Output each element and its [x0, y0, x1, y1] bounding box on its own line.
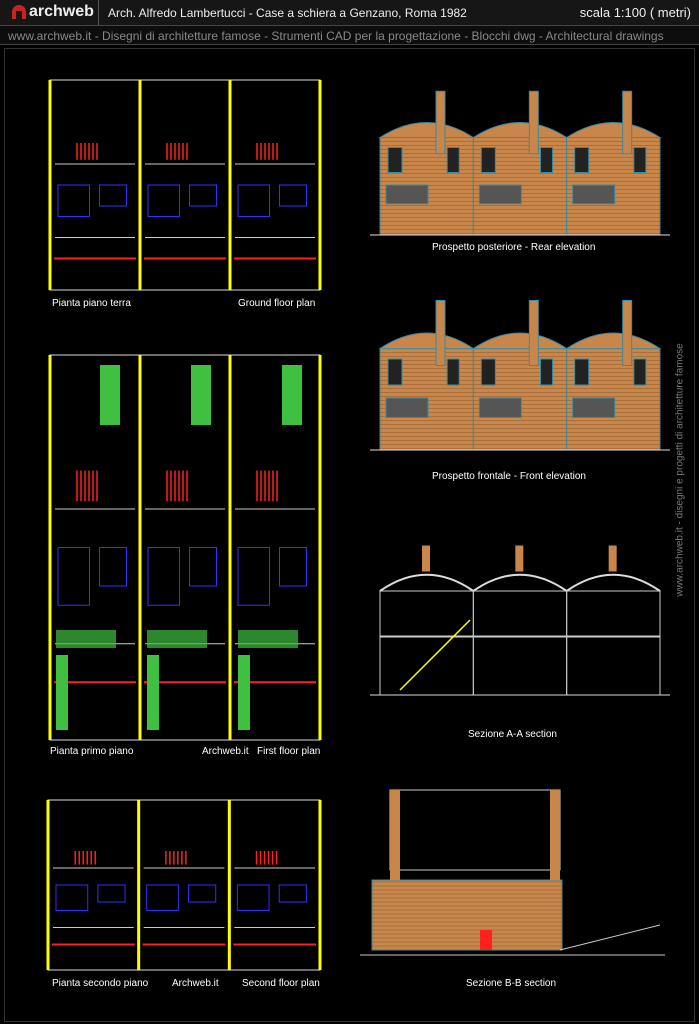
chimney: [622, 300, 633, 366]
planter: [238, 630, 298, 648]
vault: [378, 332, 475, 350]
first-floor-label-en: First floor plan: [257, 746, 321, 757]
chimney: [435, 90, 446, 155]
chimney: [528, 300, 539, 366]
window: [446, 358, 460, 386]
garden: [238, 655, 250, 730]
stair: [399, 619, 471, 691]
window: [387, 358, 403, 386]
drawing-frame: [4, 48, 695, 1022]
logo-text: archweb: [29, 3, 94, 20]
vault: [564, 122, 662, 138]
garden: [56, 655, 68, 730]
vault: [379, 573, 474, 592]
vault: [472, 573, 568, 592]
window: [478, 397, 522, 418]
furniture: [237, 184, 270, 217]
vault: [471, 122, 569, 138]
furniture: [99, 184, 127, 207]
vault: [378, 122, 476, 138]
furniture: [279, 184, 307, 207]
garden: [191, 365, 211, 425]
planter: [147, 630, 207, 648]
sheet-scale: scala 1:100 ( metri): [579, 5, 691, 20]
wall: [550, 790, 560, 880]
red-element: [480, 930, 492, 950]
window: [633, 147, 647, 173]
section-aa: [379, 590, 474, 696]
ground-floor-label-en: Ground floor plan: [238, 298, 316, 309]
furniture: [278, 884, 307, 903]
furniture: [57, 184, 90, 217]
furniture: [55, 884, 89, 911]
chimney: [515, 545, 524, 572]
vault: [566, 573, 661, 592]
section-bb-label: Sezione B-B section: [466, 978, 557, 989]
archweb-logo[interactable]: archweb: [0, 0, 99, 25]
front-elevation-label: Prospetto frontale - Front elevation: [432, 471, 586, 482]
ground-floor-label-it: Pianta piano terra: [52, 298, 131, 309]
window: [572, 397, 616, 418]
window: [385, 397, 429, 418]
chimney: [422, 545, 430, 572]
subtitle-text: www.archweb.it - Disegni di architetture…: [8, 29, 664, 43]
chimney: [435, 300, 446, 366]
side-watermark: www.archweb.it - disegni e progetti di a…: [674, 343, 686, 597]
second-floor-watermark: Archweb.it: [172, 978, 219, 989]
furniture: [279, 547, 307, 587]
window: [385, 184, 429, 205]
furniture: [189, 547, 217, 587]
window: [574, 147, 590, 173]
window: [387, 147, 403, 173]
furniture: [237, 547, 270, 606]
chimney: [528, 90, 539, 155]
window: [478, 184, 522, 205]
sheet-title: Arch. Alfredo Lambertucci - Case a schie…: [108, 6, 467, 20]
window: [540, 147, 554, 173]
garden: [100, 365, 120, 425]
section-aa-label: Sezione A-A section: [468, 729, 557, 740]
furniture: [147, 184, 180, 217]
furniture: [99, 547, 127, 587]
second-floor-label-en: Second floor plan: [242, 978, 320, 989]
subtitle-bar: www.archweb.it - Disegni di architetture…: [0, 26, 699, 45]
furniture: [146, 884, 179, 911]
chimney: [622, 90, 633, 155]
section-aa: [472, 590, 568, 696]
window: [540, 358, 554, 386]
window: [572, 184, 616, 205]
logo-house-icon: [12, 5, 26, 19]
vault: [565, 332, 662, 350]
window: [633, 358, 647, 386]
vault: [471, 332, 569, 350]
window: [446, 147, 460, 173]
ground-line: [559, 924, 661, 951]
wall: [390, 790, 400, 880]
furniture: [97, 884, 126, 903]
second-floor-label-it: Pianta secondo piano: [52, 978, 149, 989]
section-bb-base: [371, 879, 563, 951]
furniture: [236, 884, 270, 911]
first-floor-label-it: Pianta primo piano: [50, 746, 134, 757]
garden: [147, 655, 159, 730]
first-floor-watermark: Archweb.it: [202, 746, 249, 757]
furniture: [147, 547, 180, 606]
planter: [56, 630, 116, 648]
section-bb: [389, 789, 561, 871]
rear-elevation-label: Prospetto posteriore - Rear elevation: [432, 242, 596, 253]
header-bar: archweb Arch. Alfredo Lambertucci - Case…: [0, 0, 699, 26]
window: [480, 147, 496, 173]
window: [574, 358, 590, 386]
chimney: [608, 545, 617, 572]
furniture: [189, 184, 217, 207]
window: [480, 358, 496, 386]
furniture: [188, 884, 217, 903]
garden: [282, 365, 302, 425]
furniture: [57, 547, 90, 606]
section-aa: [566, 590, 661, 696]
